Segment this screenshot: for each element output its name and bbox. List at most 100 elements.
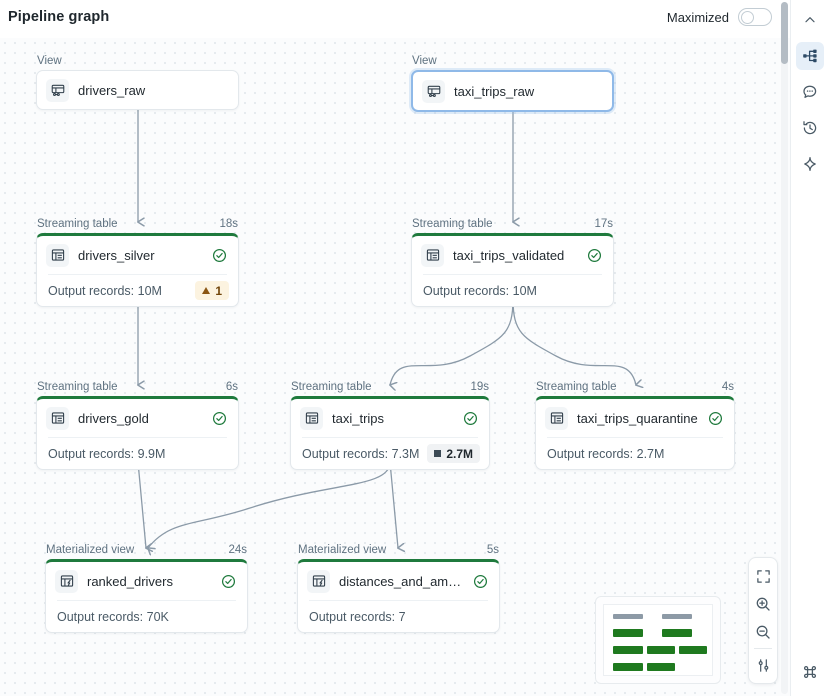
node-duration: 18s [219, 218, 238, 230]
sliders-icon[interactable] [749, 651, 777, 679]
warning-badge[interactable]: 1 [195, 281, 229, 300]
minimap-node [613, 646, 643, 654]
minimap-node [613, 663, 643, 671]
node-name: taxi_trips_validated [453, 247, 565, 263]
node-header-row: drivers_gold [37, 399, 238, 437]
node-kind: Streaming table [37, 218, 118, 230]
warning-count: 1 [215, 283, 222, 298]
node-meta: View [36, 55, 239, 70]
graph-node-drivers-gold[interactable]: Streaming table 6s drivers_gold [36, 381, 239, 470]
node-header-row: taxi_trips_quarantine [536, 399, 734, 437]
node-meta: Streaming table 18s [36, 218, 239, 233]
vertical-scrollbar[interactable] [781, 2, 788, 694]
node-kind: Materialized view [298, 544, 387, 556]
node-name: taxi_trips_raw [454, 83, 535, 99]
view-table-icon [422, 79, 445, 103]
node-kind: Streaming table [37, 381, 118, 393]
check-circle-icon [221, 574, 236, 589]
node-footer-row: Output records: 2.7M [536, 438, 734, 469]
graph-node-distances-and-amounts[interactable]: Materialized view 5s distances_and_amoun… [297, 544, 500, 633]
node-footer-row: Output records: 70K [46, 601, 247, 632]
node-header-row: drivers_silver [37, 236, 238, 274]
graph-node-ranked-drivers[interactable]: Materialized view 24s ranked_drivers [45, 544, 248, 633]
node-duration: 4s [721, 381, 734, 393]
output-records: Output records: 10M [423, 283, 537, 298]
minimap[interactable] [595, 596, 721, 684]
fit-view-icon[interactable] [749, 562, 777, 590]
minimap-viewport[interactable] [603, 604, 713, 676]
node-meta: Streaming table 19s [290, 381, 490, 396]
node-card[interactable]: drivers_silver Output records: 10M 1 [36, 233, 239, 307]
node-meta: Streaming table 17s [411, 218, 614, 233]
dropped-count: 2.7M [446, 446, 473, 461]
zoom-in-icon[interactable] [749, 590, 777, 618]
page-header: Pipeline graph Maximized [0, 0, 790, 38]
minimap-node [662, 614, 692, 619]
node-name: drivers_silver [78, 247, 155, 263]
graph-node-taxi-trips-validated[interactable]: Streaming table 17s taxi_trips_valid [411, 218, 614, 307]
maximized-toggle[interactable] [738, 8, 772, 26]
warning-triangle-icon [202, 287, 211, 294]
node-header-row: distances_and_amounts_b... [298, 562, 499, 600]
node-header-row: drivers_raw [37, 71, 238, 109]
check-circle-icon [463, 411, 478, 426]
node-name: taxi_trips_quarantine [577, 410, 698, 426]
materialized-view-icon [307, 569, 330, 593]
node-header-row: ranked_drivers [46, 562, 247, 600]
node-name: ranked_drivers [87, 573, 173, 589]
node-name: drivers_raw [78, 82, 146, 98]
check-circle-icon [708, 411, 723, 426]
zoom-out-icon[interactable] [749, 618, 777, 646]
node-header-row: taxi_trips [291, 399, 489, 437]
maximized-toggle-knob [741, 10, 754, 24]
edge-validated-quarantine [512, 298, 636, 385]
minimap-node [647, 646, 675, 654]
graph-node-taxi-trips-quarantine[interactable]: Streaming table 4s taxi_trips_quaran [535, 381, 735, 470]
header-actions: Maximized [667, 8, 772, 26]
streaming-table-icon [421, 243, 444, 267]
node-card[interactable]: taxi_trips_quarantine Output records: 2.… [535, 396, 735, 470]
card-divider [423, 274, 602, 275]
graph-edges [0, 108, 790, 696]
graph-node-drivers-silver[interactable]: Streaming table 18s drivers_silver [36, 218, 239, 307]
node-footer-row: Output records: 9.9M [37, 438, 238, 469]
scrollbar-thumb[interactable] [781, 2, 788, 64]
streaming-table-icon [300, 406, 323, 430]
node-meta: View [411, 55, 614, 70]
node-name: taxi_trips [332, 410, 385, 426]
node-duration: 6s [225, 381, 238, 393]
node-name: drivers_gold [78, 410, 149, 426]
graph-node-taxi-trips[interactable]: Streaming table 19s taxi_trips [290, 381, 490, 470]
node-card[interactable]: taxi_trips_raw [411, 70, 614, 112]
graph-canvas[interactable]: View drivers_raw [0, 38, 790, 696]
edge-taxi-trips-ranked [148, 461, 391, 548]
history-icon[interactable] [796, 114, 824, 142]
node-card[interactable]: taxi_trips Output records: 7.3M 2.7M [290, 396, 490, 470]
minimap-node [662, 629, 692, 637]
node-card[interactable]: drivers_raw [36, 70, 239, 110]
card-divider [48, 274, 227, 275]
dropped-records-badge[interactable]: 2.7M [427, 444, 480, 463]
node-card[interactable]: taxi_trips_validated Output records: 10M [411, 233, 614, 307]
pipeline-graph-icon[interactable] [795, 42, 824, 70]
minimap-node [613, 629, 643, 637]
node-meta: Materialized view 24s [45, 544, 248, 559]
view-table-icon [46, 78, 69, 102]
sparkle-icon[interactable] [796, 150, 824, 178]
graph-node-drivers-raw[interactable]: View drivers_raw [36, 55, 239, 110]
node-card[interactable]: drivers_gold Output records: 9.9M [36, 396, 239, 470]
streaming-table-icon [46, 406, 69, 430]
check-circle-icon [587, 248, 602, 263]
node-card[interactable]: distances_and_amounts_b... Output record… [297, 559, 500, 633]
card-divider [57, 600, 236, 601]
node-duration: 5s [486, 544, 499, 556]
comment-icon[interactable] [796, 78, 824, 106]
output-records: Output records: 7 [309, 609, 406, 624]
node-card[interactable]: ranked_drivers Output records: 70K [45, 559, 248, 633]
chevron-up-icon[interactable] [796, 6, 824, 34]
graph-node-taxi-trips-raw[interactable]: View taxi_trips_raw [411, 55, 614, 112]
command-key-icon[interactable] [796, 658, 824, 686]
edge-gold-ranked [137, 461, 146, 548]
node-duration: 19s [470, 381, 489, 393]
output-records: Output records: 10M [48, 283, 162, 298]
